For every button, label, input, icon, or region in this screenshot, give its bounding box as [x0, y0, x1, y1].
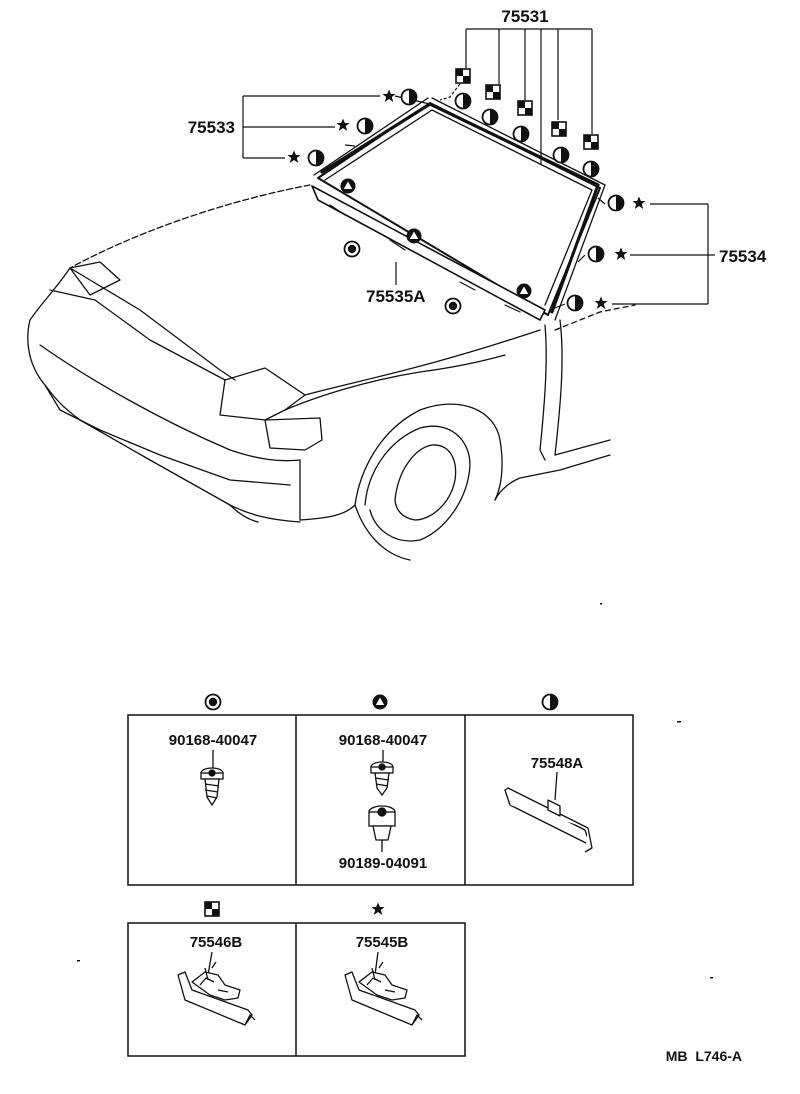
scan-specks — [77, 603, 713, 979]
retainer-a-illustration — [344, 951, 423, 1026]
part-label-retainer-b: 75546B — [190, 934, 243, 951]
header-checker-icon — [204, 901, 220, 917]
retainer-b-illustration — [177, 951, 256, 1026]
parts-table-row1 — [127, 714, 634, 886]
header-star-icon — [371, 902, 385, 915]
bracket-illustration — [504, 771, 593, 853]
part-label-retainer-a: 75545B — [356, 934, 409, 951]
parts-table-row2 — [127, 922, 466, 1057]
callout-75533: 75533 — [188, 118, 235, 137]
windshield — [311, 97, 606, 321]
header-half-circle-icon — [541, 693, 559, 711]
clip-nut-illustration — [368, 805, 396, 852]
header-bullseye-icon — [204, 693, 222, 711]
part-label-bracket: 75548A — [531, 755, 584, 772]
part-label-clip-top: 90168-40047 — [339, 732, 427, 749]
screw-illustration — [200, 750, 224, 807]
leader-lines — [242, 28, 715, 309]
callout-75531: 75531 — [501, 7, 548, 26]
windshield-moulding-side — [550, 183, 600, 314]
part-label-screw: 90168-40047 — [169, 732, 257, 749]
callout-75534: 75534 — [719, 247, 767, 266]
symbols-75531 — [454, 68, 600, 178]
clip-screw-illustration — [370, 750, 394, 797]
car-body-outline — [27, 184, 636, 561]
part-label-clip-bottom: 90189-04091 — [339, 855, 427, 872]
header-triangle-icon — [372, 694, 388, 710]
callout-75535a: 75535A — [366, 287, 426, 306]
figure-code: MB L746-A — [666, 1048, 742, 1064]
